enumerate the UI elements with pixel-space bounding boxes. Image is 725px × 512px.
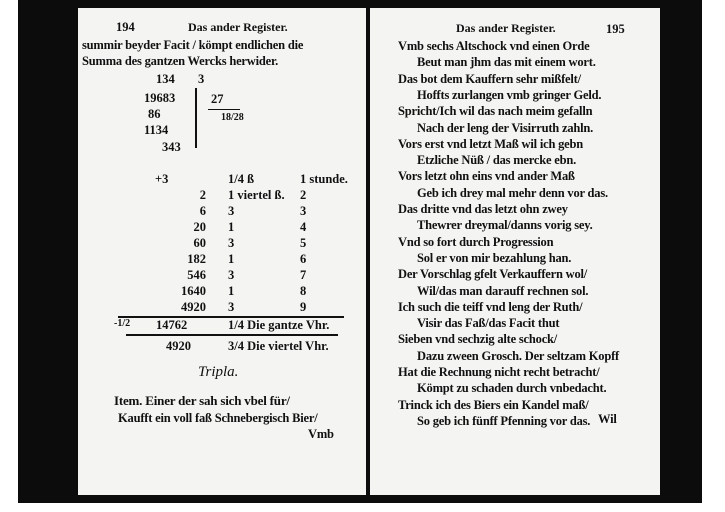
catchword: Wil <box>598 412 617 426</box>
verse-line: Vors erst vnd letzt Maß wil ich gebn <box>398 136 584 151</box>
dividend-line: 343 <box>162 140 181 154</box>
intro-line: summir beyder Facit / kömpt endlichen di… <box>82 38 304 52</box>
total-row: -1/2 14762 1/4 Die gantze Vhr. <box>78 318 366 334</box>
verse-line: Beut man jhm das mit einem wort. <box>417 55 596 70</box>
table-row: 2 1 viertel ß. 2 <box>78 188 366 204</box>
cell: 2 <box>199 188 206 202</box>
header-col3: 1 stunde. <box>300 172 348 186</box>
cell: 5 <box>300 236 307 250</box>
dividend-line: 134 <box>156 72 175 86</box>
section-title: Tripla. <box>198 364 239 380</box>
verse-line: Etzliche Nüß / das mercke ebn. <box>417 153 577 168</box>
verse-line: Sieben vnd sechzig alte schock/ <box>398 332 558 347</box>
verse-line: Vnd so fort durch Progression <box>398 234 554 249</box>
quarter-value: 4920 <box>166 339 191 353</box>
cell: 2 <box>300 188 307 202</box>
cell: 3 <box>300 204 307 218</box>
verse-line: Geb ich drey mal mehr denn vor das. <box>417 185 608 200</box>
fraction-bar <box>208 109 240 110</box>
cell: 3 <box>228 236 235 250</box>
verse-line: Nach der leng der Visirruth zahln. <box>417 120 594 135</box>
cell: 3 <box>228 268 235 282</box>
intro-line: Summa des gantzen Wercks herwider. <box>82 54 279 68</box>
total-label: 1/4 Die gantze Vhr. <box>228 318 330 332</box>
cell: 8 <box>300 284 307 298</box>
dividend-line: 86 <box>148 107 161 121</box>
verse-line: Vors letzt ohn eins vnd ander Maß <box>398 169 575 184</box>
total-value: 14762 <box>156 318 188 332</box>
table-row: 182 1 6 <box>78 252 366 268</box>
cell: 1 <box>228 252 235 266</box>
cell: 546 <box>187 268 206 282</box>
cell: 20 <box>193 220 207 234</box>
running-head: Das ander Register. <box>188 20 288 34</box>
cell: 4 <box>300 220 307 234</box>
verse-line: Thewrer dreymal/danns vorig sey. <box>417 218 593 233</box>
cell: 1 <box>228 284 235 298</box>
cell: 9 <box>300 300 307 314</box>
running-head: Das ander Register. <box>456 21 556 35</box>
verse-line: Hat die Rechnung nicht recht betracht/ <box>398 365 600 379</box>
verse-line: Der Vorschlag gfelt Verkauffern wol/ <box>398 267 588 282</box>
table-row: 60 3 5 <box>78 236 366 252</box>
table-row: 4920 3 9 <box>78 300 366 316</box>
verse-line: Ich such die teiff vnd leng der Ruth/ <box>398 299 583 314</box>
verse-line: Das bot dem Kauffern sehr mißfelt/ <box>398 71 581 86</box>
verse-line: Das dritte vnd das letzt ohn zwey <box>398 202 568 216</box>
cell: 6 <box>300 252 307 266</box>
catchword: Vmb <box>308 427 334 441</box>
cell: 4920 <box>181 300 206 314</box>
cell: 6 <box>199 204 206 218</box>
dividend-line: 19683 <box>144 91 176 105</box>
verse-line: Wil/das man darauff rechnen sol. <box>417 283 589 298</box>
verse-line: Vmb sechs Altschock vnd einen Orde <box>398 39 590 53</box>
cell: 3 <box>228 300 235 314</box>
table-row: 546 3 7 <box>78 268 366 284</box>
quarter-row: 4920 3/4 Die viertel Vhr. <box>78 339 366 355</box>
fraction: 18/28 <box>221 112 244 123</box>
cell: 7 <box>300 268 307 282</box>
sum-rule <box>118 316 344 318</box>
verse-line: Trinck ich des Biers ein Kandel maß/ <box>398 397 589 412</box>
verse-line: Item. Einer der sah sich vbel für/ <box>114 393 290 408</box>
verse-line: Dazu zween Grosch. Der seltzam Kopff <box>417 348 620 363</box>
dividend-line: 1134 <box>144 123 169 137</box>
quotient: 27 <box>211 92 224 106</box>
table-header: +3 1/4 ß 1 stunde. <box>78 172 366 188</box>
verse-line: Hoffts zurlangen vmb gringer Geld. <box>417 87 602 102</box>
quarter-rule <box>126 334 338 336</box>
division-bar <box>195 88 197 148</box>
cell: 182 <box>187 252 206 266</box>
cell: 1 viertel ß. <box>228 188 285 202</box>
verse-line: Visir das Faß/das Facit thut <box>417 316 560 331</box>
cell: 1640 <box>181 284 206 298</box>
page-number: 194 <box>116 20 135 34</box>
page-number: 195 <box>606 22 625 36</box>
verse-line: So geb ich fünff Pfenning vor das. <box>417 413 591 428</box>
header-col2: 1/4 ß <box>228 172 255 186</box>
divisor: 3 <box>198 72 205 86</box>
verse-line: Kaufft ein voll faß Schnebergisch Bier/ <box>118 411 318 425</box>
cell: 1 <box>228 220 235 234</box>
table-row: 1640 1 8 <box>78 284 366 300</box>
verse-line: Spricht/Ich wil das nach meim gefalln <box>398 104 593 119</box>
left-page: 194 Das ander Register. summir beyder Fa… <box>78 8 366 495</box>
verse-line: Sol er von mir bezahlung han. <box>417 250 572 265</box>
cell: 3 <box>228 204 235 218</box>
table-row: 6 3 3 <box>78 204 366 220</box>
total-prefix: -1/2 <box>114 318 131 329</box>
cell: 60 <box>193 236 207 250</box>
quarter-label: 3/4 Die viertel Vhr. <box>228 339 329 353</box>
right-page: Das ander Register. 195 Vmb sechs Altsch… <box>370 8 660 495</box>
verse-line: Kömpt zu schaden durch vnbedacht. <box>417 381 607 396</box>
header-col1: +3 <box>155 172 169 186</box>
